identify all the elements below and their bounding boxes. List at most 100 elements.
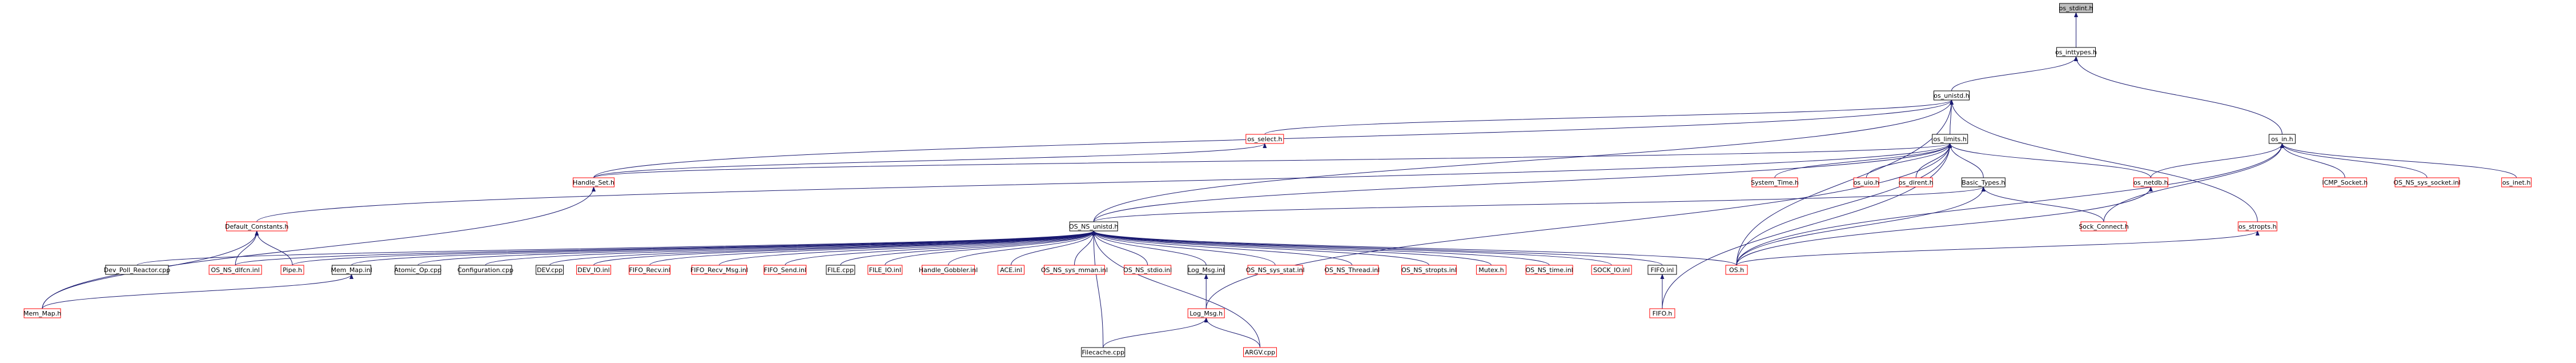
node-os-limits[interactable]: os_limits.h [1932, 134, 1968, 144]
node-os-ns-unistd[interactable]: OS_NS_unistd.h [1069, 221, 1118, 232]
node-mem-map-inl[interactable]: Mem_Map.inl [331, 265, 372, 275]
node-icmp-socket[interactable]: ICMP_Socket.h [2322, 177, 2368, 188]
node-os-ns-time[interactable]: OS_NS_time.inl [1525, 265, 1573, 275]
node-label: OS_NS_stropts.inl [1401, 266, 1457, 274]
node-fifo-send[interactable]: FIFO_Send.inl [763, 265, 807, 275]
node-label: FILE_IO.inl [869, 266, 901, 274]
node-box [2394, 177, 2460, 188]
node-os-ns-dlfcn[interactable]: OS_NS_dlfcn.inl [208, 265, 262, 275]
node-os-inttypes[interactable]: os_inttypes.h [2055, 47, 2097, 57]
node-label: OS.h [1729, 266, 1744, 274]
node-os-dirent[interactable]: os_dirent.h [1899, 177, 1934, 188]
node-os-inet[interactable]: os_inet.h [2501, 177, 2532, 188]
node-box [867, 265, 903, 275]
node-box [1401, 265, 1457, 275]
node-os-ns-sys-socket[interactable]: OS_NS_sys_socket.inl [2393, 177, 2461, 188]
node-os-ns-sys-mman[interactable]: OS_NS_sys_mman.inl [1041, 265, 1108, 275]
edge-filecache-to-log-msg-h [1103, 317, 1208, 348]
nodes-layer: os_stdint.h os_inttypes.h os_unistd.h os_in… [23, 3, 2532, 357]
edge-pipe-to-os-ns-unistd [292, 230, 1096, 266]
node-os-select[interactable]: os_select.h [1245, 134, 1284, 144]
node-label: FIFO_Recv_Msg.inl [690, 266, 748, 274]
node-file-io[interactable]: FILE_IO.inl [867, 265, 903, 275]
node-pipe[interactable]: Pipe.h [280, 265, 304, 275]
node-box [1647, 265, 1677, 275]
node-os-uio[interactable]: os_uio.h [1853, 177, 1879, 188]
edge-os-ns-dlfcn-to-default-constants [235, 230, 259, 266]
node-label: os_limits.h [1934, 135, 1967, 143]
edge-handle-gobbler-to-os-ns-unistd [948, 230, 1096, 266]
node-os-stdint[interactable]: os_stdint.h [2059, 3, 2093, 13]
node-system-time[interactable]: System_Time.h [1751, 177, 1799, 188]
edge-os-h-to-os-netdb [1736, 186, 2153, 266]
node-box [1043, 265, 1105, 275]
node-os-h[interactable]: OS.h [1725, 265, 1748, 275]
node-dev-poll-reactor[interactable]: Dev_Poll_Reactor.cpp [104, 265, 171, 275]
node-label: os_stdint.h [2059, 5, 2093, 12]
node-box [573, 177, 615, 188]
node-label: os_uio.h [1854, 179, 1879, 186]
node-box [1124, 265, 1172, 275]
node-fifo-recv-msg[interactable]: FIFO_Recv_Msg.inl [690, 265, 748, 275]
node-mutex[interactable]: Mutex.h [1476, 265, 1506, 275]
node-label: Sock_Connect.h [2079, 223, 2129, 230]
node-handle-gobbler[interactable]: Handle_Gobbler.inl [919, 265, 978, 275]
node-box [576, 265, 612, 275]
node-label: System_Time.h [1751, 179, 1799, 186]
node-os-ns-thread[interactable]: OS_NS_Thread.inl [1324, 265, 1380, 275]
node-ace-inl[interactable]: ACE.inl [998, 265, 1024, 275]
node-fifo-recv[interactable]: FIFO_Recv.inl [629, 265, 671, 275]
node-os-ns-stdio[interactable]: OS_NS_stdio.inl [1123, 265, 1172, 275]
node-label: Atomic_Op.cpp [394, 266, 441, 274]
node-label: OS_NS_Thread.inl [1324, 266, 1380, 274]
edge-dev-poll-reactor-to-os-ns-unistd [136, 230, 1096, 266]
node-label: os_inttypes.h [2055, 49, 2097, 56]
node-box [2322, 177, 2367, 188]
edge-os-h-to-basic-types [1736, 186, 1986, 266]
node-fifo-inl[interactable]: FIFO.inl [1647, 265, 1677, 275]
node-label: os_stropts.h [2239, 223, 2277, 230]
edge-mutex-to-os-ns-unistd [1091, 230, 1492, 266]
node-sock-io[interactable]: SOCK_IO.inl [1591, 265, 1632, 275]
node-os-ns-sys-stat[interactable]: OS_NS_sys_stat.inl [1246, 265, 1305, 275]
node-box [691, 265, 747, 275]
node-handle-set[interactable]: Handle_Set.h [573, 177, 615, 188]
node-os-ns-stropts[interactable]: OS_NS_stropts.inl [1401, 265, 1457, 275]
node-label: Log_Msg.inl [1188, 266, 1224, 274]
node-dev-cpp[interactable]: DEV.cpp [536, 265, 564, 275]
edge-os-stropts-to-os-unistd [1950, 99, 2258, 222]
edge-file-cpp-to-os-ns-unistd [840, 230, 1096, 266]
node-dev-io[interactable]: DEV_IO.inl [576, 265, 612, 275]
node-fifo-h[interactable]: FIFO.h [1649, 308, 1675, 318]
node-filecache[interactable]: Filecache.cpp [1081, 347, 1126, 357]
node-os-unistd[interactable]: os_unistd.h [1934, 90, 1970, 101]
node-configuration[interactable]: Configuration.cpp [457, 265, 513, 275]
node-label: ACE.inl [1000, 266, 1022, 274]
node-box [1247, 265, 1303, 275]
node-log-msg-inl[interactable]: Log_Msg.inl [1187, 265, 1225, 275]
node-box [1725, 265, 1748, 275]
node-box [2080, 221, 2127, 232]
node-log-msg-h[interactable]: Log_Msg.h [1187, 308, 1225, 318]
node-os-in[interactable]: os_in.h [2268, 134, 2296, 144]
node-argv[interactable]: ARGV.cpp [1243, 347, 1277, 357]
node-box [1932, 134, 1968, 144]
node-file-cpp[interactable]: FILE.cpp [826, 265, 855, 275]
node-label: Dev_Poll_Reactor.cpp [104, 266, 171, 274]
edge-dev-cpp-to-os-ns-unistd [549, 230, 1096, 266]
node-label: FIFO.h [1653, 310, 1673, 317]
node-atomic-op[interactable]: Atomic_Op.cpp [394, 265, 441, 275]
edge-sock-io-to-os-ns-unistd [1091, 230, 1612, 266]
node-sock-connect[interactable]: Sock_Connect.h [2079, 221, 2129, 232]
node-mem-map-h[interactable]: Mem_Map.h [23, 308, 61, 318]
node-default-constants[interactable]: Default_Constants.h [225, 221, 288, 232]
node-box [1081, 347, 1126, 357]
node-basic-types[interactable]: Basic_Types.h [1961, 177, 2006, 188]
node-label: os_netdb.h [2133, 179, 2168, 186]
edge-atomic-op-to-os-ns-unistd [417, 230, 1096, 266]
edge-os-ns-stropts-to-os-ns-unistd [1091, 230, 1429, 266]
node-label: Handle_Set.h [573, 179, 614, 186]
node-os-stropts[interactable]: os_stropts.h [2237, 221, 2277, 232]
node-label: SOCK_IO.inl [1593, 266, 1630, 274]
node-os-netdb[interactable]: os_netdb.h [2133, 177, 2168, 188]
